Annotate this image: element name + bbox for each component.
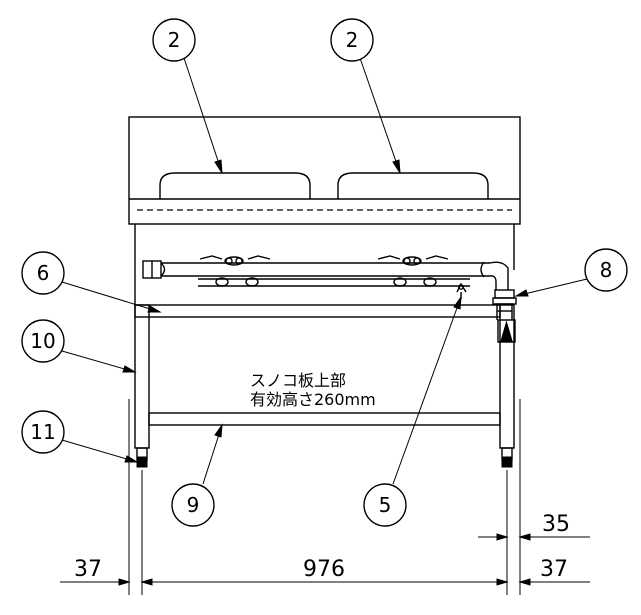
dim-right-overhang: 37 bbox=[540, 557, 568, 582]
note-line-1: スノコ板上部 bbox=[250, 371, 346, 390]
height-note: スノコ板上部 有効高さ260mm bbox=[250, 371, 376, 409]
svg-text:6: 6 bbox=[37, 261, 50, 285]
dim-left-overhang: 37 bbox=[74, 557, 102, 582]
callout-bubble-11: 11 bbox=[21, 410, 65, 454]
leg-left bbox=[134, 304, 150, 468]
burner-pan-left bbox=[159, 172, 311, 199]
gas-cock-right bbox=[377, 255, 449, 287]
svg-text:8: 8 bbox=[600, 258, 613, 282]
note-line-2: 有効高さ260mm bbox=[250, 390, 376, 409]
gas-inlet-fitting bbox=[492, 289, 517, 320]
callout-bubble-10: 10 bbox=[21, 319, 65, 363]
callout-bubble-2b: 2 bbox=[330, 18, 374, 62]
leg-right bbox=[497, 304, 516, 468]
dimension-pipe-offset: 35 bbox=[478, 512, 590, 541]
leaders bbox=[61, 57, 588, 485]
callout-bubble-5: 5 bbox=[363, 483, 407, 527]
svg-text:11: 11 bbox=[30, 420, 55, 444]
callout-bubble-9: 9 bbox=[171, 483, 215, 527]
frame-top-rail bbox=[134, 304, 501, 318]
slat-shelf bbox=[148, 412, 501, 426]
dim-main-width: 976 bbox=[303, 557, 345, 582]
gas-manifold bbox=[142, 260, 509, 290]
burner-housing bbox=[128, 116, 521, 225]
extension-lines bbox=[128, 399, 521, 595]
svg-text:9: 9 bbox=[187, 493, 200, 517]
callout-bubble-6: 6 bbox=[21, 251, 65, 295]
dimension-bottom: 37 976 37 bbox=[60, 557, 590, 586]
callout-bubble-8: 8 bbox=[584, 248, 628, 292]
svg-text:5: 5 bbox=[379, 493, 392, 517]
gas-cock-left bbox=[199, 255, 271, 287]
callout-bubble-2a: 2 bbox=[152, 18, 196, 62]
lower-gas-line bbox=[198, 278, 470, 287]
svg-text:10: 10 bbox=[30, 329, 55, 353]
dim-pipe-offset: 35 bbox=[542, 512, 570, 537]
svg-text:2: 2 bbox=[168, 28, 181, 52]
body-side-lines bbox=[134, 224, 515, 305]
svg-text:2: 2 bbox=[346, 28, 359, 52]
burner-pan-right bbox=[337, 172, 489, 199]
